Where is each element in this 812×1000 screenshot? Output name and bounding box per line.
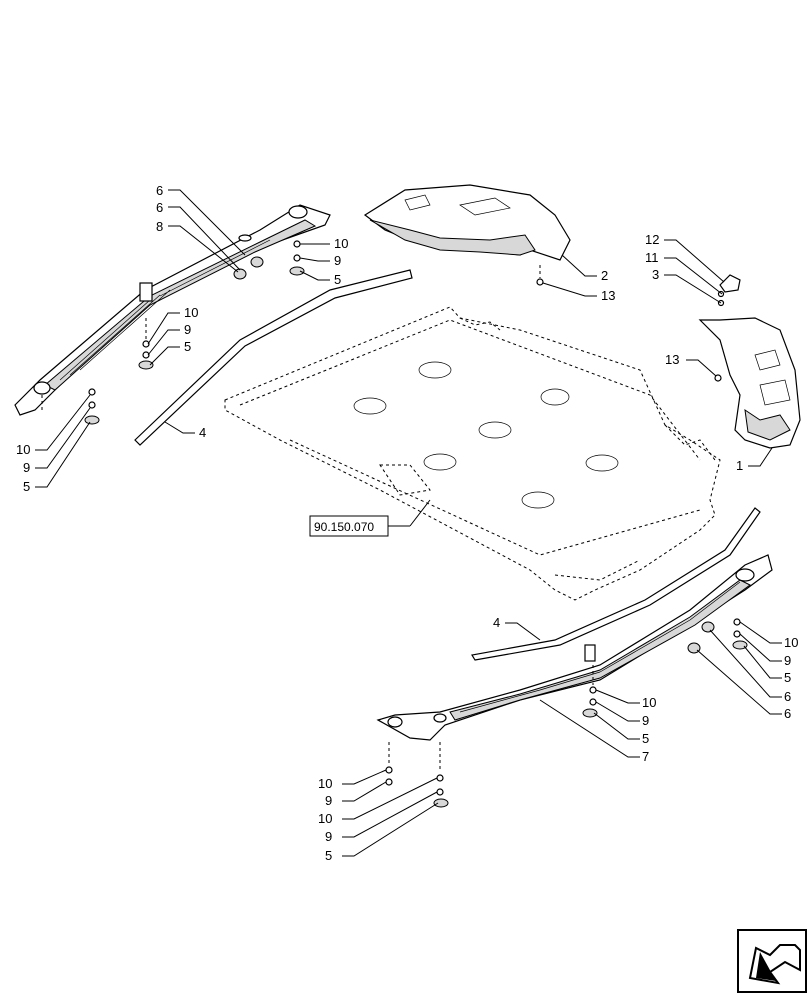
- callout-4: 4: [493, 615, 500, 630]
- reference-label: 90.150.070: [314, 520, 374, 534]
- callout-6: 6: [784, 689, 791, 704]
- callout-9: 9: [325, 829, 332, 844]
- callout-13: 13: [665, 352, 679, 367]
- upper-left-trim-rail: [14, 204, 331, 416]
- callout-9: 9: [642, 713, 649, 728]
- right-bracket: [698, 274, 801, 449]
- callout-2: 2: [601, 268, 608, 283]
- callout-9: 9: [325, 793, 332, 808]
- center-bracket: [363, 184, 571, 286]
- callout-5: 5: [23, 479, 30, 494]
- callout-5: 5: [325, 848, 332, 863]
- callout-10: 10: [784, 635, 798, 650]
- callout-9: 9: [334, 253, 341, 268]
- callout-10: 10: [16, 442, 30, 457]
- callout-9: 9: [23, 460, 30, 475]
- lower-seal-strip: [471, 507, 761, 661]
- floor-panel: [224, 306, 721, 601]
- callout-7: 7: [642, 749, 649, 764]
- callout-3: 3: [652, 267, 659, 282]
- callout-1: 1: [736, 458, 743, 473]
- upper-left-fasteners: [41, 240, 305, 425]
- callout-13: 13: [601, 288, 615, 303]
- callout-10: 10: [334, 236, 348, 251]
- callout-10: 10: [642, 695, 656, 710]
- callout-6: 6: [156, 200, 163, 215]
- callout-9: 9: [784, 653, 791, 668]
- callout-6: 6: [156, 183, 163, 198]
- leader-lines: [35, 189, 782, 857]
- callout-12: 12: [645, 232, 659, 247]
- upper-seal-strip: [134, 269, 413, 446]
- lower-trim-rail: [376, 554, 773, 741]
- callout-4: 4: [199, 425, 206, 440]
- callout-5: 5: [184, 339, 191, 354]
- back-arrow-icon[interactable]: [737, 929, 807, 993]
- callout-5: 5: [784, 670, 791, 685]
- callout-11: 11: [645, 250, 659, 265]
- reference-label-box[interactable]: 90.150.070: [309, 499, 431, 537]
- callout-labels: 6 6 8 10 9 5 10 9 5 10 9 5 4 2 13 12 11 …: [16, 183, 798, 863]
- callout-10: 10: [184, 305, 198, 320]
- callout-5: 5: [642, 731, 649, 746]
- callout-6: 6: [784, 706, 791, 721]
- callout-8: 8: [156, 219, 163, 234]
- callout-9: 9: [184, 322, 191, 337]
- callout-10: 10: [318, 776, 332, 791]
- callout-10: 10: [318, 811, 332, 826]
- callout-5: 5: [334, 272, 341, 287]
